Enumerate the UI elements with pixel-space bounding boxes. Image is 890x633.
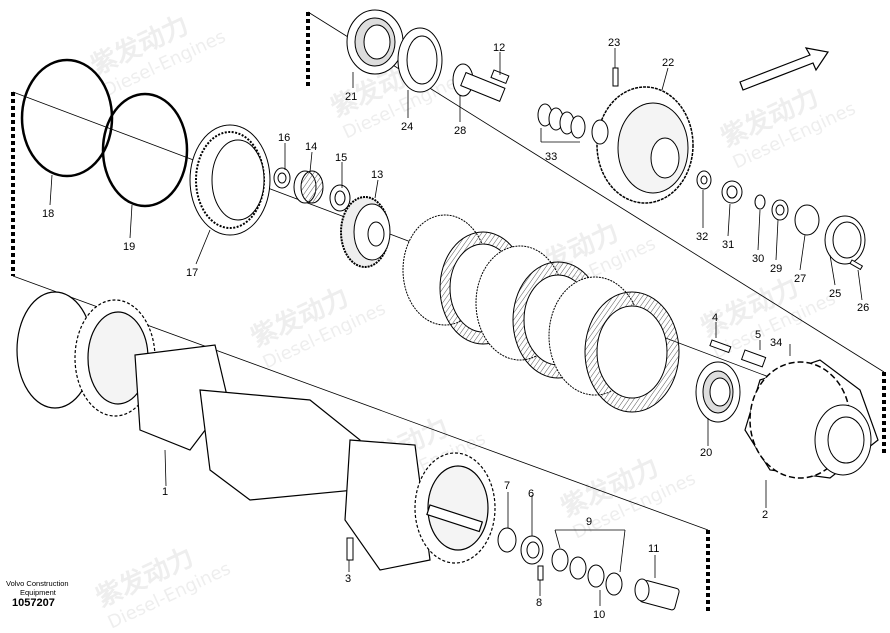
wheel-hub-2 [744,359,879,479]
washer-15 [329,184,351,212]
disc-stack [402,214,680,413]
callout-26: 26 [857,302,869,314]
o-ring-19 [101,92,189,208]
bearing-20 [695,361,741,423]
callout-19: 19 [123,241,135,253]
screw-26 [849,259,864,271]
seal-24 [397,27,443,93]
nut-31 [721,180,743,204]
callout-1: 1 [162,486,168,498]
callout-3: 3 [345,573,351,585]
callout-27: 27 [794,273,806,285]
callout-5: 5 [755,329,761,341]
pin-5 [740,349,767,368]
callout-9: 9 [586,516,592,528]
bearing-14 [293,170,324,204]
drawing-id: 1057207 [12,597,55,609]
ring-gear-17 [189,124,271,236]
callout-34: 34 [770,337,782,349]
callout-33: 33 [545,151,557,163]
shaft-11 [634,578,680,611]
callout-12: 12 [493,42,505,54]
callout-30: 30 [752,253,764,265]
planet-carrier-22 [591,86,694,204]
shim-set-33 [537,103,586,139]
callout-29: 29 [770,263,782,275]
leader-lines [49,48,863,606]
o-ring-7 [497,527,517,553]
callout-25: 25 [829,288,841,300]
callout-20: 20 [700,447,712,459]
planet-gear-13 [340,196,391,268]
callout-21: 21 [345,91,357,103]
company-name: Volvo Construction Equipment [6,579,69,597]
direction-arrow [739,47,830,91]
bolt-3 [346,537,354,561]
callout-2: 2 [762,509,768,521]
pin-8 [537,565,544,581]
axle-housing-1 [16,291,496,571]
bearing-21 [346,9,404,75]
company-line-2: Equipment [20,588,56,597]
hub-28 [452,63,506,102]
seal-6 [520,535,544,565]
cover-25 [824,215,866,265]
washer-32 [696,170,712,190]
callout-11: 11 [648,543,659,555]
o-ring-18 [20,58,114,178]
callout-28: 28 [454,125,466,137]
callout-17: 17 [186,267,198,279]
callout-14: 14 [305,141,317,153]
callout-31: 31 [722,239,734,251]
callout-6: 6 [528,488,534,500]
callout-16: 16 [278,132,290,144]
company-line-1: Volvo Construction [6,579,69,588]
ring-set-9 [551,548,623,596]
washer-30 [754,194,766,210]
callouts: 1 2 3 4 5 6 7 8 9 10 11 12 13 14 15 16 1… [42,37,869,621]
callout-15: 15 [335,152,347,164]
callout-4: 4 [712,312,718,324]
callout-24: 24 [401,121,413,133]
callout-32: 32 [696,231,708,243]
callout-23: 23 [608,37,620,49]
callout-22: 22 [662,57,674,69]
nut-29 [771,199,789,221]
bolt-23 [612,67,619,87]
callout-7: 7 [504,480,510,492]
bolt-4 [709,339,732,354]
bolt-12 [490,69,510,85]
callout-13: 13 [371,169,383,181]
washer-16 [273,167,291,189]
o-ring-27 [794,204,820,236]
callout-10: 10 [593,609,605,621]
callout-8: 8 [536,597,542,609]
callout-18: 18 [42,208,54,220]
